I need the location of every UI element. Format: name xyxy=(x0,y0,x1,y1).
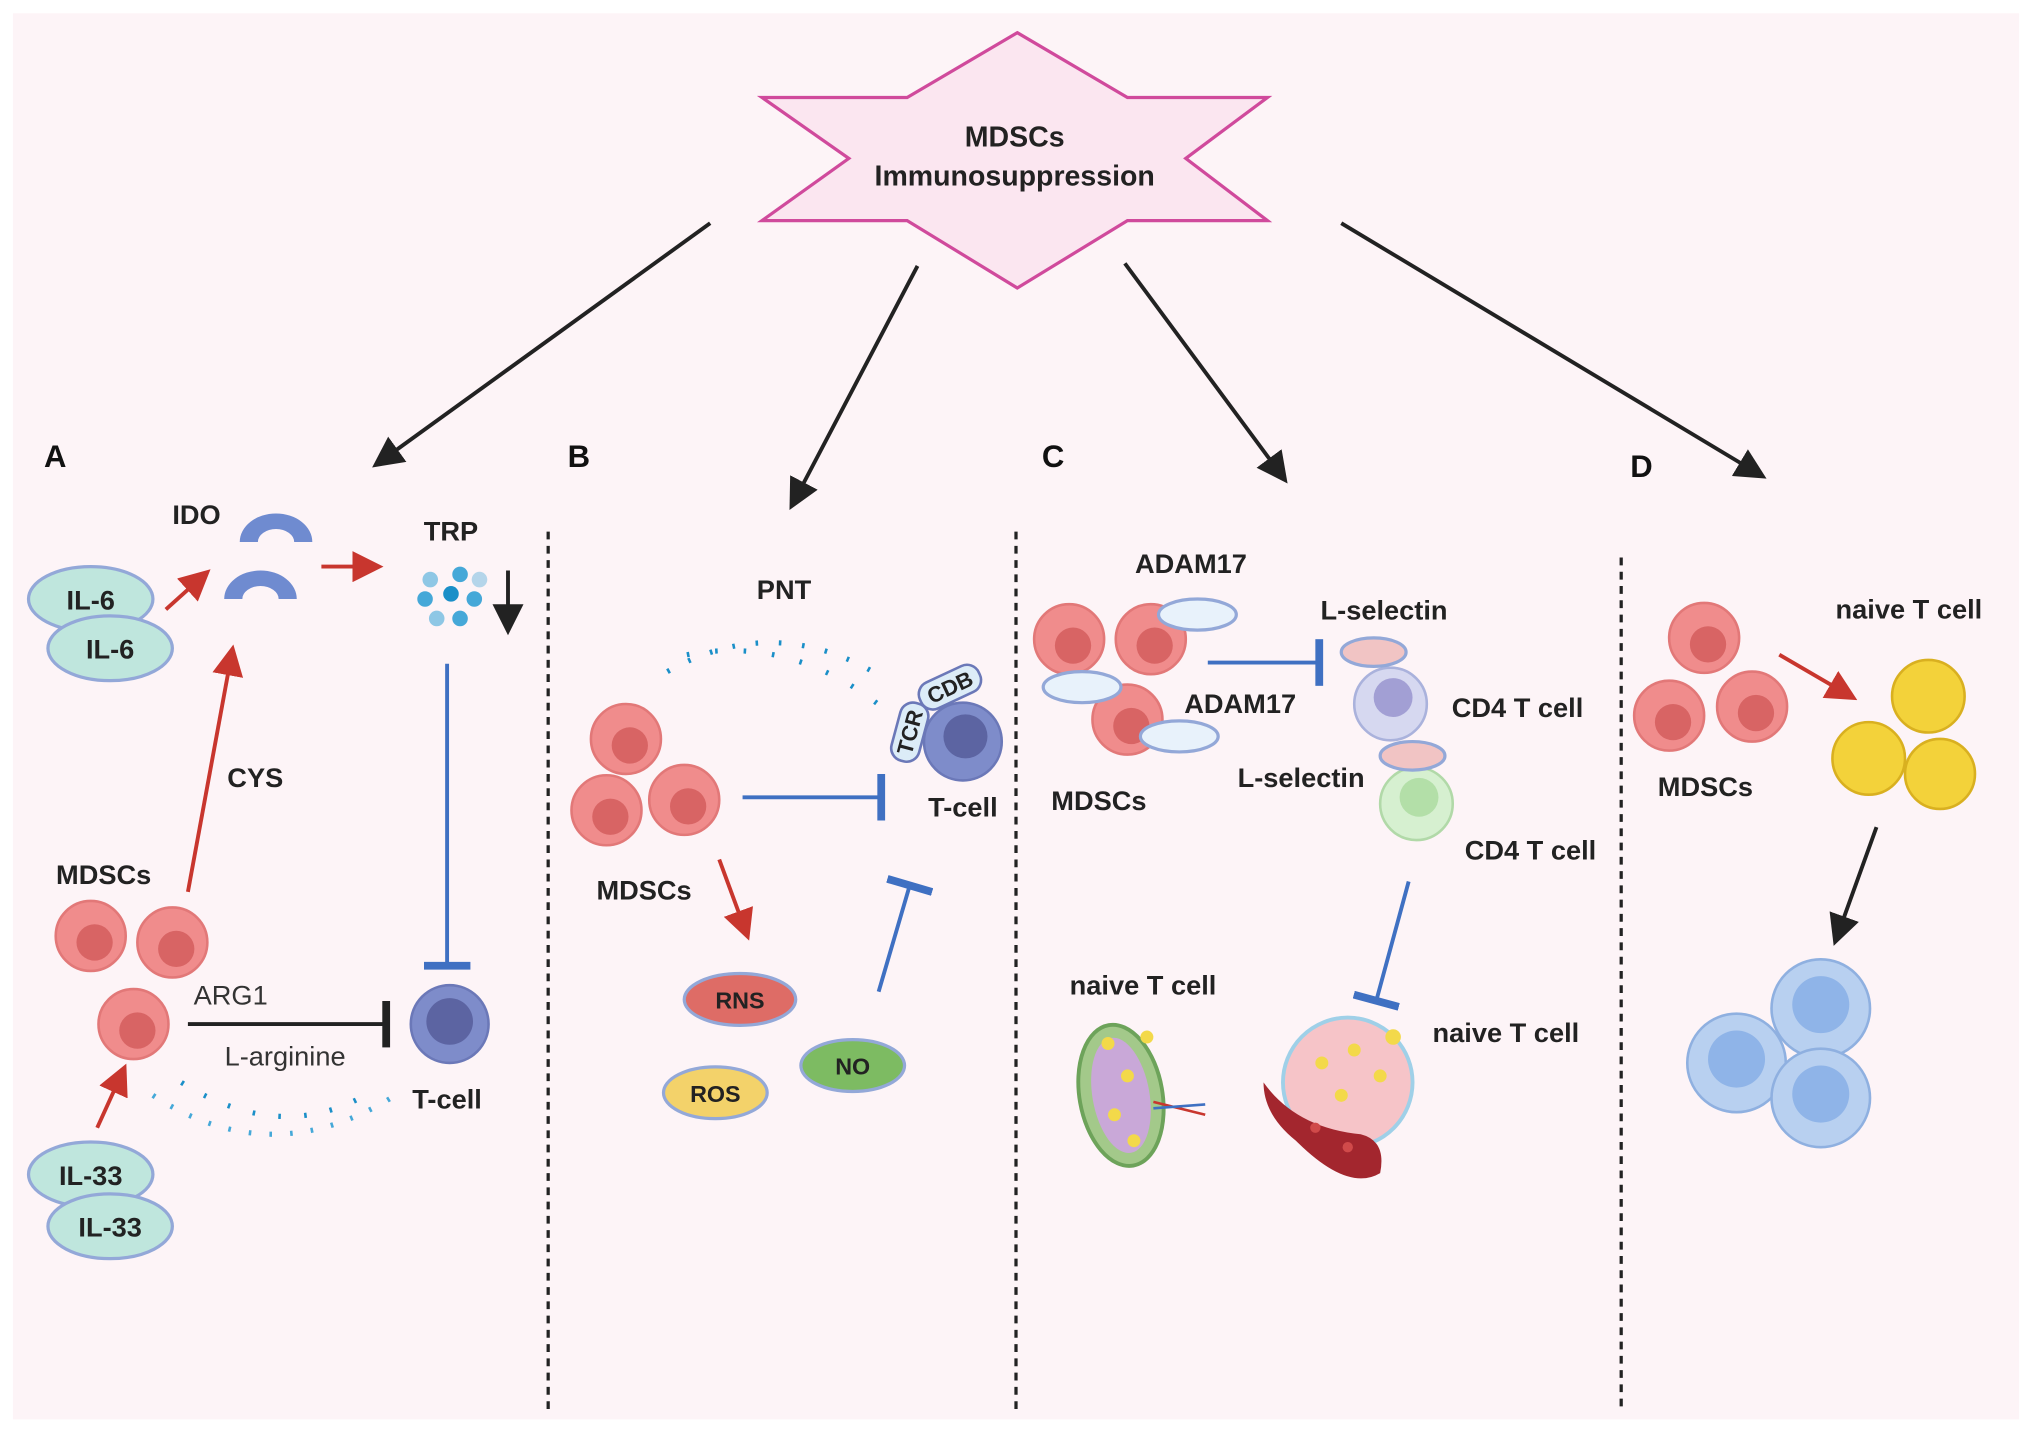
naive-t-cells xyxy=(1831,658,1977,811)
ros-molecule xyxy=(661,1065,769,1121)
title-line-1: MDSCs xyxy=(965,122,1065,154)
pnt-label: PNT xyxy=(757,574,812,605)
main-arrows xyxy=(372,221,1767,511)
ido-label: IDO xyxy=(172,499,220,530)
panel-label: D xyxy=(1630,449,1652,484)
adam17-label: ADAM17 xyxy=(1184,688,1296,719)
il6-label: IL-6 xyxy=(67,584,115,615)
il33-label: IL-33 xyxy=(59,1160,123,1191)
panel-a: A IDO IL-6 IL-6 TRP CYS MDSCs ARG1 L-arg… xyxy=(26,439,524,1261)
t-cells xyxy=(1685,957,1872,1149)
trp-label: TRP xyxy=(424,516,478,547)
cd4-t-cell xyxy=(1378,766,1455,842)
mdscs-label: MDSCs xyxy=(1658,771,1753,802)
naive-t-cell-label: naive T cell xyxy=(1433,1017,1580,1048)
ido-enzyme-icon xyxy=(239,513,313,542)
no-molecule xyxy=(799,1038,907,1094)
title-line-2: Immunosuppression xyxy=(875,161,1155,193)
t-cell xyxy=(922,701,1004,782)
adam17-label: ADAM17 xyxy=(1135,548,1247,579)
arg1-label: ARG1 xyxy=(194,980,268,1011)
t-cell-label: T-cell xyxy=(928,792,998,823)
mdsc-cells xyxy=(570,702,721,847)
panel-label: B xyxy=(568,439,590,474)
l-arginine-label: L-arginine xyxy=(225,1041,346,1072)
il33-label: IL-33 xyxy=(78,1212,142,1243)
mdsc-cells xyxy=(1032,597,1238,756)
cd4-label: CD4 T cell xyxy=(1452,692,1584,723)
t-cell xyxy=(409,983,490,1065)
cd4-label: CD4 T cell xyxy=(1465,834,1597,865)
naive-t-cell-label: naive T cell xyxy=(1836,593,1983,624)
panel-b: B PNT TCR CDB T-cell MDSCs RNS ROS NO xyxy=(568,439,1004,1121)
panel-d: D naive T cell MDSCs xyxy=(1630,449,1983,1149)
no-label: NO xyxy=(835,1054,870,1080)
cd4-t-cell xyxy=(1352,666,1429,742)
panel-label: C xyxy=(1042,439,1064,474)
mdsc-cells xyxy=(1632,601,1789,752)
mdscs-label: MDSCs xyxy=(56,859,151,890)
panel-c: C ADAM17 ADAM17 L-selectin CD4 T cell L-… xyxy=(1032,439,1597,1179)
mdscs-label: MDSCs xyxy=(596,875,691,906)
trp-molecules-icon xyxy=(417,566,488,627)
ido-enzyme-icon xyxy=(224,570,297,600)
il6-receptor xyxy=(46,614,174,683)
tcr-receptor: TCR xyxy=(889,701,930,764)
mdscs-label: MDSCs xyxy=(1051,785,1146,816)
rns-label: RNS xyxy=(715,988,764,1014)
l-selectin xyxy=(1378,739,1447,772)
mdsc-cells xyxy=(54,899,209,1061)
t-cell-label: T-cell xyxy=(412,1083,482,1114)
ros-label: ROS xyxy=(690,1081,741,1107)
cys-label: CYS xyxy=(227,762,283,793)
il33-receptor xyxy=(46,1192,174,1261)
rns-molecule xyxy=(682,971,798,1027)
panel-label: A xyxy=(44,439,66,474)
tumor-vessel-icon xyxy=(1263,1015,1415,1179)
l-selectin xyxy=(1339,636,1408,669)
il6-label: IL-6 xyxy=(86,634,134,665)
l-selectin-label: L-selectin xyxy=(1321,595,1448,626)
lymph-node-icon xyxy=(1076,1022,1206,1168)
title-star: MDSCs Immunosuppression xyxy=(756,30,1273,290)
naive-t-cell-label: naive T cell xyxy=(1070,969,1217,1000)
l-selectin-label: L-selectin xyxy=(1238,762,1365,793)
